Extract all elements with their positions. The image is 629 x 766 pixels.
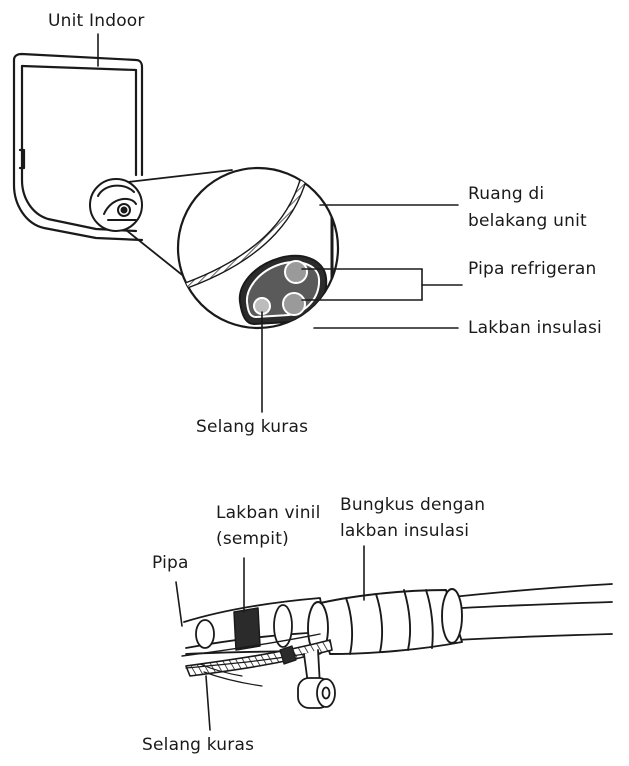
label-drain-hose-bottom: Selang kuras — [142, 735, 255, 755]
drain-hose — [181, 633, 333, 687]
label-wrap-line1: Bungkus dengan — [340, 495, 486, 515]
label-vinyl-tape-line2: (sempit) — [216, 529, 289, 549]
vinyl-tape-on-hose — [279, 645, 297, 665]
label-drain-hose-top: Selang kuras — [196, 417, 309, 437]
refrigerant-pipe-1 — [284, 260, 308, 284]
label-refrigerant-pipes: Pipa refrigeran — [468, 259, 597, 279]
indoor-unit-body — [12, 52, 144, 242]
leader-lines-top — [97, 33, 463, 413]
label-pipe: Pipa — [152, 553, 189, 573]
indoor-unit-figure — [12, 33, 463, 413]
pipe-wrapping-figure — [175, 545, 613, 731]
label-space-behind-line1: Ruang di — [468, 184, 545, 204]
insulation-wrap — [307, 588, 463, 655]
pipes-right — [451, 583, 613, 641]
label-insulation-tape: Lakban insulasi — [468, 318, 602, 338]
leader-lines-bottom — [175, 545, 365, 731]
label-space-behind-line2: belakang unit — [468, 211, 587, 231]
magnified-view — [176, 166, 340, 330]
vinyl-tape-band — [233, 607, 261, 651]
refrigerant-pipe-2 — [282, 292, 306, 316]
label-wrap-line2: lakban insulasi — [340, 521, 470, 541]
tape-roll — [297, 649, 336, 709]
detail-circle — [89, 178, 143, 232]
label-indoor-unit: Unit Indoor — [48, 11, 145, 31]
label-vinyl-tape-line1: Lakban vinil — [216, 503, 321, 523]
